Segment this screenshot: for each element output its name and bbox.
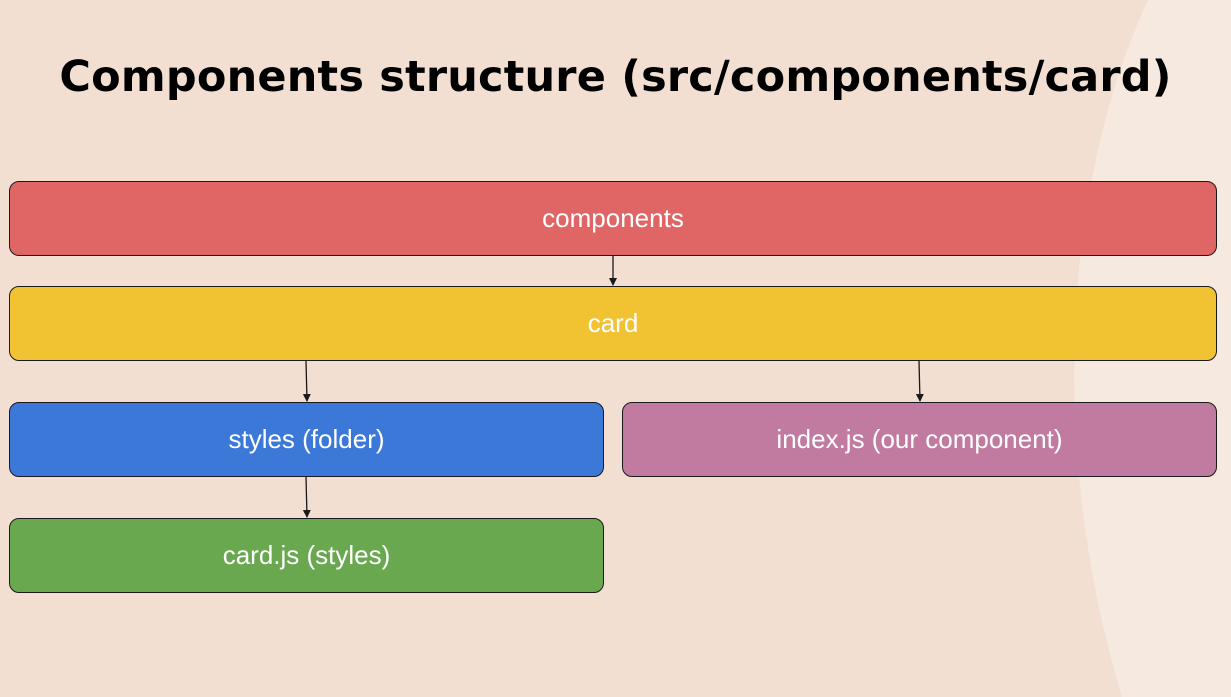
- node-styles-folder-label: styles (folder): [228, 424, 385, 454]
- node-card-js-label: card.js (styles): [222, 540, 391, 570]
- node-card-js: card.js (styles): [9, 518, 604, 593]
- node-card-label: card: [587, 308, 639, 338]
- node-components-label: components: [542, 203, 684, 233]
- node-index-js-label: index.js (our component): [776, 424, 1063, 454]
- node-index-js: index.js (our component): [622, 402, 1217, 477]
- node-components: components: [9, 181, 1217, 256]
- node-styles-folder: styles (folder): [9, 402, 604, 477]
- node-card: card: [9, 286, 1217, 361]
- page-title: Components structure (src/components/car…: [59, 52, 1172, 102]
